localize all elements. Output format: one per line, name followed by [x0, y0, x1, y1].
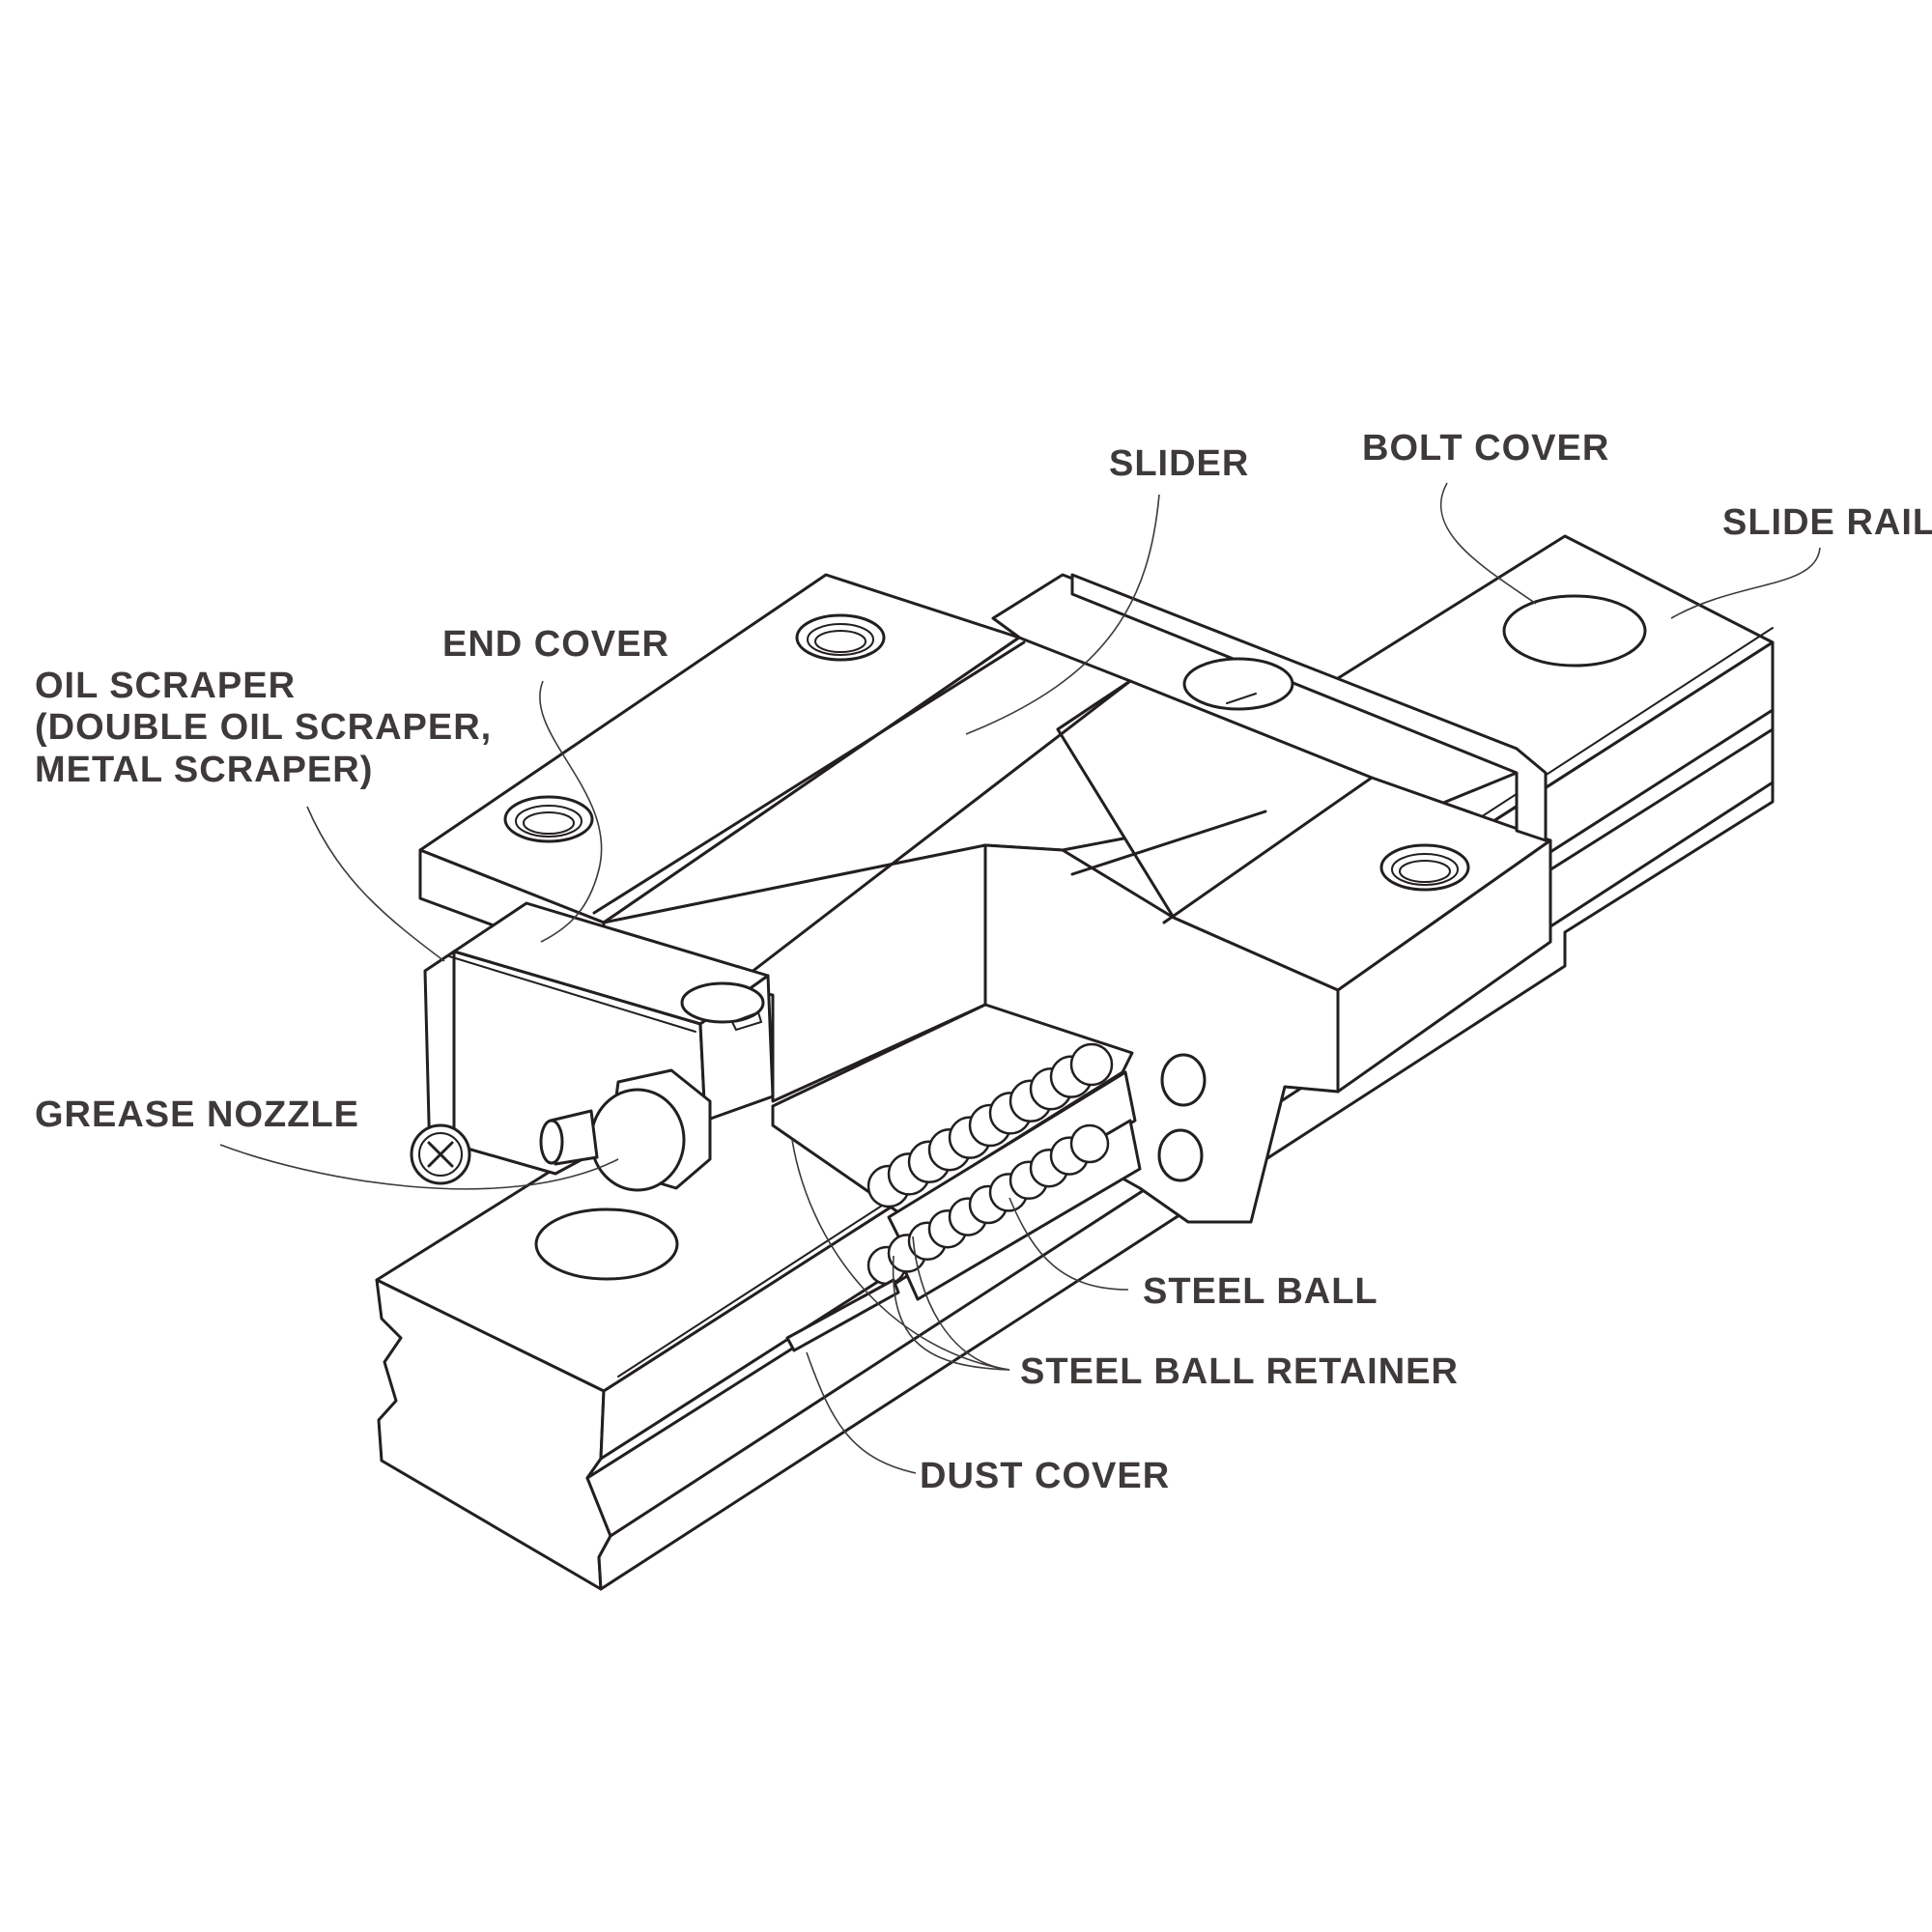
slider-top-line-1 [592, 640, 1026, 915]
label-oil-scraper-line3: METAL SCRAPER) [35, 750, 373, 790]
slider [418, 573, 1552, 1224]
steel-ball [1069, 1042, 1114, 1087]
oil-scraper-edge [448, 955, 696, 1033]
leader-steel-ball-retainer-3 [912, 1236, 1010, 1371]
leader-oil-scraper [306, 806, 445, 962]
label-oil-scraper-line1: OIL SCRAPER [35, 666, 296, 706]
leader-bolt-cover [1439, 482, 1537, 605]
mounting-hole-right [1379, 843, 1470, 892]
label-slide-rail: SLIDE RAIL [1722, 502, 1932, 543]
screw-icon [410, 1123, 471, 1185]
label-dust-cover: DUST COVER [920, 1456, 1170, 1496]
mounting-hole-rear-left [795, 613, 886, 662]
label-oil-scraper-line2: (DOUBLE OIL SCRAPER, [35, 707, 492, 748]
leader-end-cover [539, 680, 603, 943]
grease-nozzle-tip-end [539, 1119, 564, 1165]
leader-dust-cover [806, 1351, 917, 1474]
end-cover-port [680, 981, 765, 1024]
slider-top-line-3 [1070, 810, 1267, 876]
mounting-hole-front-left [503, 795, 594, 843]
leader-steel-ball [1009, 1197, 1129, 1291]
leader-grease-nozzle [219, 1144, 619, 1190]
leader-slider [965, 494, 1160, 735]
slider-top-line-2 [732, 679, 1132, 987]
label-bolt-cover: BOLT COVER [1362, 428, 1609, 469]
end-cover-clip [730, 1010, 763, 1032]
retainer-strip-upper [771, 1003, 1134, 1214]
label-steel-ball: STEEL BALL [1143, 1271, 1378, 1312]
side-hole-upper [1160, 1053, 1207, 1107]
label-end-cover: END COVER [442, 624, 669, 665]
label-grease-nozzle: GREASE NOZZLE [35, 1094, 359, 1135]
grease-nozzle-body [589, 1088, 686, 1192]
steel-ball [1069, 1123, 1110, 1164]
grease-nozzle [539, 1068, 712, 1192]
side-hole-lower [1157, 1128, 1204, 1182]
leader-slide-rail [1670, 547, 1821, 619]
slider-top-line-4 [1162, 776, 1374, 924]
bolt-cover-rear [1502, 594, 1647, 668]
label-steel-ball-retainer: STEEL BALL RETAINER [1020, 1351, 1459, 1392]
leader-steel-ball-retainer-1 [892, 1255, 1010, 1371]
label-slider: SLIDER [1109, 443, 1249, 484]
mounting-hole-center-rear [1182, 657, 1294, 711]
bolt-cover-front [534, 1208, 679, 1281]
dust-cover [785, 1278, 900, 1352]
slider-rear-end-plate [1070, 573, 1548, 842]
steel-balls-upper-row [867, 1042, 1114, 1208]
leader-steel-ball-retainer-2 [791, 1139, 1010, 1371]
steel-balls-lower-row [867, 1123, 1110, 1286]
leader-lines [219, 482, 1821, 1474]
dust-cover-strip [785, 1278, 900, 1352]
